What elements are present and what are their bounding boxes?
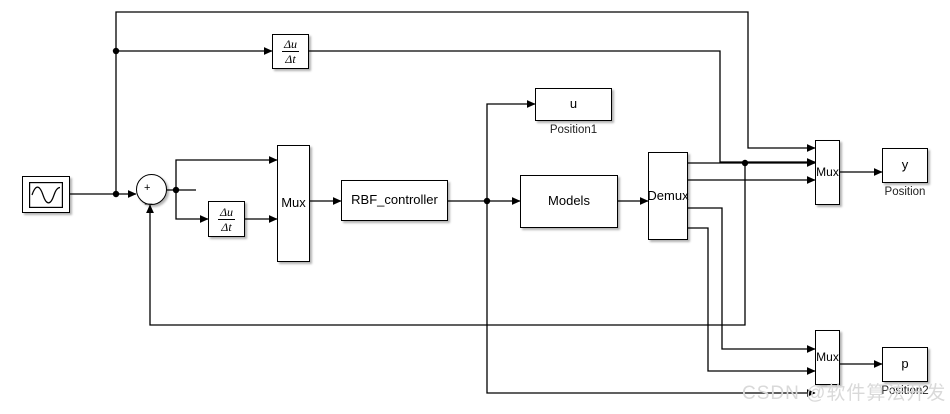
mux-block-input[interactable]: Mux bbox=[277, 145, 310, 262]
sum-block[interactable]: + _ bbox=[136, 174, 167, 205]
scope-u-label: u bbox=[569, 96, 578, 112]
mux-label: Mux bbox=[281, 195, 306, 211]
derivative-denominator: Δt bbox=[285, 52, 296, 66]
sine-wave-source-block[interactable] bbox=[22, 176, 70, 213]
derivative-denominator: Δt bbox=[221, 219, 232, 234]
mux-block-output-bottom[interactable]: Mux bbox=[815, 330, 840, 385]
derivative-numerator: Δu bbox=[217, 204, 236, 220]
scope-u-caption: Position1 bbox=[549, 124, 598, 136]
scope-p-label: p bbox=[901, 356, 909, 372]
scope-block-p[interactable]: p bbox=[882, 347, 928, 382]
demux-label: Demux bbox=[647, 187, 689, 203]
sum-minus-sign: _ bbox=[145, 190, 153, 205]
derivative-block-error[interactable]: Δu Δt bbox=[208, 201, 245, 237]
mux-block-output-top[interactable]: Mux bbox=[815, 140, 840, 205]
models-label: Models bbox=[548, 193, 590, 209]
scope-block-u[interactable]: u bbox=[535, 88, 612, 121]
models-block[interactable]: Models bbox=[520, 175, 618, 228]
mux-label: Mux bbox=[816, 349, 839, 364]
sine-wave-icon bbox=[29, 181, 63, 208]
sum-plus-sign: + bbox=[144, 182, 151, 194]
derivative-numerator: Δu bbox=[281, 37, 300, 52]
rbf-controller-block[interactable]: RBF_controller bbox=[341, 180, 448, 221]
demux-block[interactable]: Demux bbox=[647, 152, 689, 240]
derivative-block-top[interactable]: Δu Δt bbox=[272, 34, 309, 69]
scope-y-label: y bbox=[901, 157, 909, 173]
mux-label: Mux bbox=[816, 164, 839, 179]
rbf-controller-label: RBF_controller bbox=[351, 192, 438, 208]
scope-block-y[interactable]: y bbox=[882, 148, 928, 183]
scope-p-caption: Position2 bbox=[881, 385, 929, 397]
scope-y-caption: Position bbox=[884, 186, 926, 198]
